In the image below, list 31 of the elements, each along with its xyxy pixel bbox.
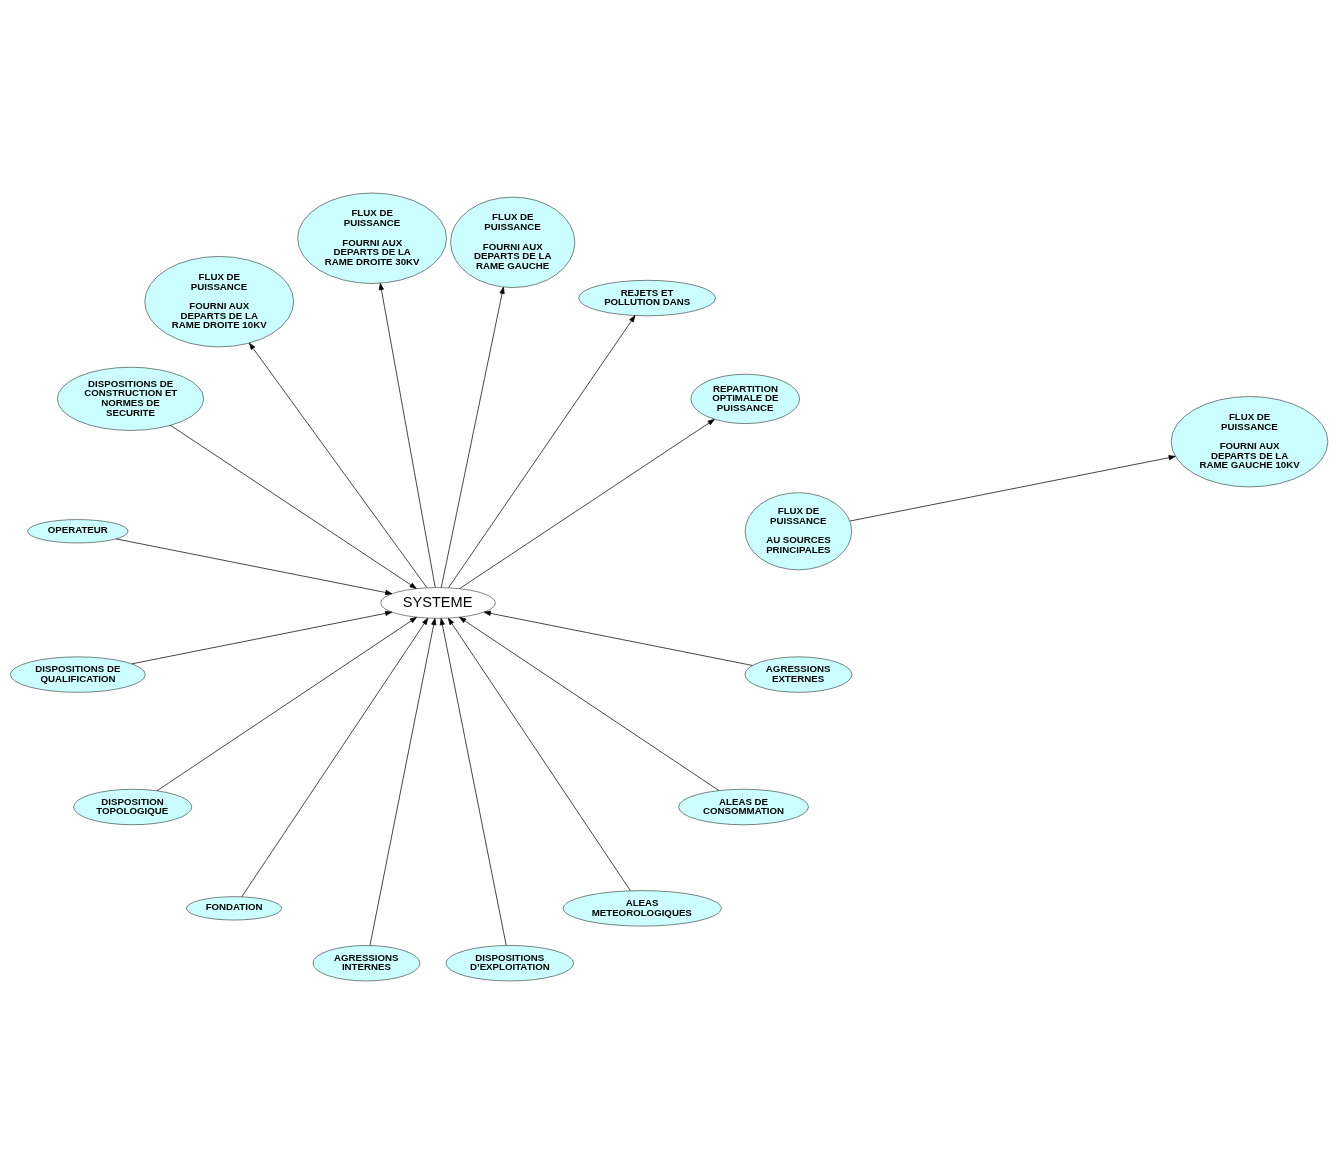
node-ellipse: OPERATEUR — [27, 518, 129, 543]
node-ellipse: ALEAS DE CONSOMMATION — [678, 788, 809, 825]
arrow — [156, 616, 417, 791]
arrow — [459, 418, 715, 589]
node-ellipse: DISPOSITIONS D’EXPLOITATION — [445, 944, 574, 981]
node-ellipse: ALEAS METEOROLOGIQUES — [562, 889, 722, 926]
node-ellipse: DISPOSITIONS DE QUALIFICATION — [10, 656, 146, 693]
arrow — [439, 617, 507, 946]
arrow — [448, 314, 636, 588]
arrow — [440, 286, 505, 588]
node-ellipse: REJETS ET POLLUTION DANS — [578, 279, 716, 316]
arrow — [369, 617, 437, 946]
arrow — [459, 616, 720, 791]
arrow — [447, 617, 631, 891]
node-ellipse: FLUX DE PUISSANCE AU SOURCES PRINCIPALES — [744, 492, 852, 570]
node-ellipse: AGRESSIONS EXTERNES — [744, 656, 853, 693]
node-ellipse: DISPOSITIONS DE CONSTRUCTION ET NORMES DE SECURITE — [57, 366, 204, 431]
arrow — [483, 610, 753, 666]
node-ellipse: DISPOSITION TOPOLOGIQUE — [73, 788, 193, 825]
arrow — [241, 617, 429, 897]
arrow — [170, 424, 417, 589]
node-ellipse: FLUX DE PUISSANCE FOURNI AUX DEPARTS DE LA RAME DROITE 10KV — [144, 255, 294, 347]
arrow — [115, 538, 393, 595]
node-ellipse: FLUX DE PUISSANCE FOURNI AUX DEPARTS DE LA RAME DROITE 30KV — [297, 192, 447, 284]
node-ellipse: FONDATION — [186, 895, 282, 920]
arrow — [131, 610, 393, 664]
arrow — [248, 342, 428, 588]
arrow — [378, 282, 436, 588]
node-ellipse: FLUX DE PUISSANCE FOURNI AUX DEPARTS DE LA RAME GAUCHE — [450, 196, 576, 288]
arrow — [849, 454, 1176, 521]
node-ellipse: AGRESSIONS INTERNES — [312, 944, 421, 981]
